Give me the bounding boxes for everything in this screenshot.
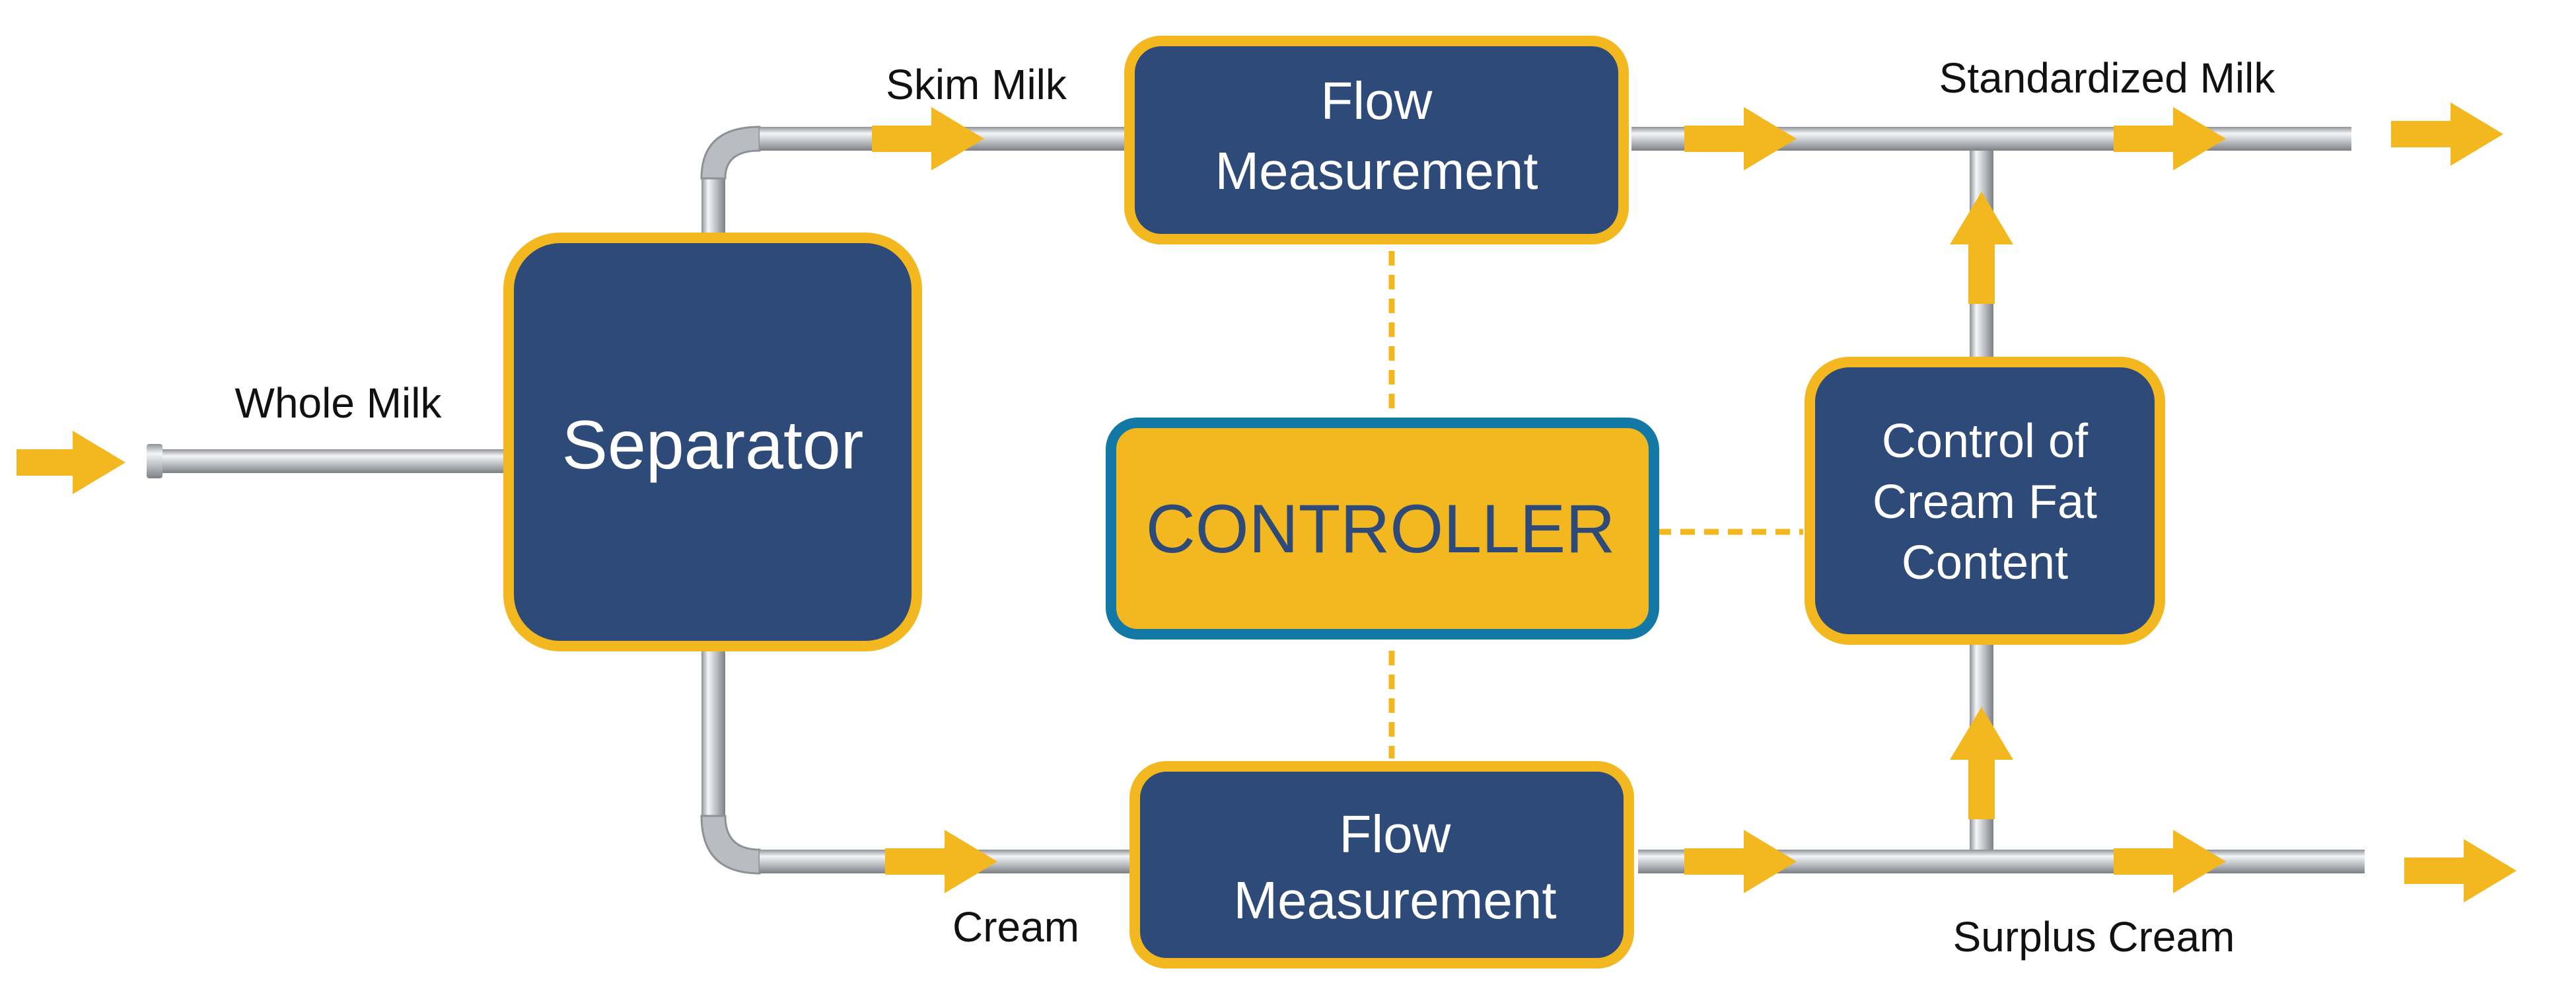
arrow-bypass-up-upper [1950,192,2013,304]
controller-block: CONTROLLER [1106,418,1659,640]
pipe-inlet-cap [147,444,162,478]
skim-milk-label: Skim Milk [886,61,1067,108]
arrow-standardized-out [2391,102,2503,166]
pipe-whole-milk [152,449,509,473]
arrow-standardized-1 [2114,107,2226,170]
cream-fat-control-box [1805,357,2165,645]
whole-milk-label: Whole Milk [235,379,443,427]
cream-fat-control-block: Control of Cream Fat Content [1805,357,2165,645]
flow-measurement-bottom-block: Flow Measurement [1129,761,1634,969]
arrow-skim-2 [1684,107,1797,170]
arrow-cream-2 [1684,830,1797,893]
standardized-milk-label: Standardized Milk [1939,54,2276,102]
stream-labels: Whole Milk Skim Milk Standardized Milk C… [235,54,2276,961]
cream-fat-control-line2: Cream Fat [1873,476,2097,529]
pipe-cream-bend [700,815,761,875]
flow-measurement-bottom-line2: Measurement [1233,871,1556,930]
separator-box [503,233,922,651]
flow-measurement-top-line1: Flow [1321,71,1433,130]
arrow-surplus-1 [2114,830,2226,893]
arrows [17,102,2517,902]
arrow-skim-1 [872,107,984,170]
arrow-whole-milk-inlet [17,431,125,494]
cream-fat-control-line1: Control of [1882,415,2089,468]
pipe-skim-bend [700,126,761,180]
flow-measurement-top-line2: Measurement [1215,141,1538,200]
controller-box [1106,418,1659,640]
flow-measurement-bottom-line1: Flow [1340,805,1451,863]
pipe-cream-riser [701,651,725,816]
arrow-bypass-up-lower [1950,707,2013,819]
signal-lines [1388,251,1803,758]
arrow-surplus-out [2404,839,2517,902]
separator-block: Separator [503,233,922,651]
cream-fat-control-line3: Content [1902,536,2068,589]
separator-label: Separator [562,407,864,484]
controller-label: CONTROLLER [1146,491,1616,568]
cream-label: Cream [952,903,1079,951]
flow-measurement-bottom-box [1129,761,1634,969]
flow-measurement-top-box [1124,36,1629,244]
surplus-cream-label: Surplus Cream [1953,913,2235,961]
arrow-cream-1 [885,830,997,893]
flow-measurement-top-block: Flow Measurement [1124,36,1629,244]
